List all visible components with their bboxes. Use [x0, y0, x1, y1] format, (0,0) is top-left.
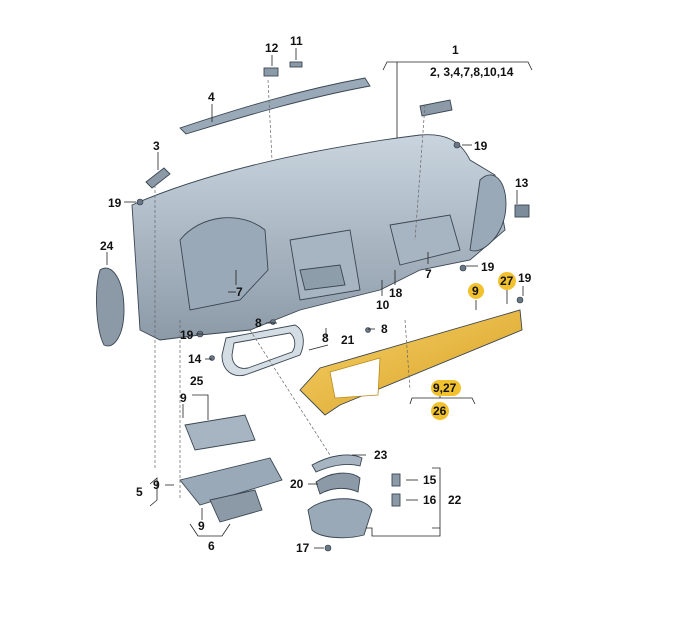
clip-11: [289, 61, 303, 68]
label-25: 25: [190, 374, 204, 388]
label-5: 5: [136, 485, 143, 499]
decorative-trim-window: [329, 357, 381, 399]
vent-3: [145, 167, 171, 189]
label-19-a: 19: [108, 196, 122, 210]
switch-15: [391, 473, 401, 487]
label-9-b: 9: [153, 478, 160, 492]
label-27: 27: [500, 274, 514, 288]
leader-lines: [106, 48, 533, 549]
side-vent-right: [469, 174, 507, 252]
highlight-927: [431, 380, 461, 396]
label-14: 14: [188, 352, 202, 366]
cluster-trim-inner: [231, 332, 296, 369]
label-9-highlight: 9: [472, 284, 479, 298]
label-9-a: 9: [180, 391, 187, 405]
label-11: 11: [290, 34, 303, 48]
label-20: 20: [290, 477, 304, 491]
highlight-27: [498, 272, 516, 290]
callout-labels: 1 2, 3,4,7,8,10,14 3 4 11 12 19 24 19 13…: [100, 34, 532, 555]
label-24: 24: [100, 239, 114, 253]
label-19-d: 19: [518, 271, 532, 285]
label-8-b: 8: [322, 331, 329, 345]
label-6: 6: [208, 539, 215, 553]
label-8-a: 8: [255, 316, 262, 330]
highlight-26: [431, 402, 449, 420]
decorative-trim-26: [299, 309, 523, 416]
label-8-c: 8: [381, 322, 388, 336]
label-7-b: 7: [236, 285, 243, 299]
side-vent-left: [96, 267, 125, 347]
label-19-e: 19: [180, 328, 194, 342]
label-22: 22: [448, 493, 462, 507]
highlight-9: [468, 283, 484, 299]
highlighted-callouts: 9 27 9,27 26: [431, 272, 516, 420]
label-10: 10: [376, 298, 390, 312]
label-15: 15: [423, 473, 437, 487]
label-12: 12: [265, 41, 279, 55]
column-cover-23: [311, 454, 363, 473]
reference-lines: [154, 79, 426, 500]
label-18: 18: [389, 286, 403, 300]
label-23: 23: [374, 448, 388, 462]
trim-25: [184, 414, 256, 451]
label-21: 21: [341, 333, 355, 347]
label-19-c: 19: [481, 260, 495, 274]
label-16: 16: [423, 493, 437, 507]
switch-16: [391, 493, 401, 507]
label-13: 13: [515, 176, 529, 190]
clip-12: [263, 67, 279, 77]
label-1-sub: 2, 3,4,7,8,10,14: [430, 65, 514, 79]
trim-6: [209, 489, 263, 523]
vent-2: [419, 99, 453, 117]
label-19-b: 19: [474, 139, 488, 153]
label-4: 4: [208, 90, 215, 104]
trim-5: [179, 457, 283, 506]
column-cover-lower: [307, 498, 373, 539]
label-17: 17: [296, 541, 310, 555]
bracket-13: [514, 204, 530, 218]
column-cover-20: [315, 472, 361, 495]
label-1: 1: [452, 43, 459, 57]
label-26: 26: [433, 404, 447, 418]
label-7-a: 7: [425, 267, 432, 281]
defrost-vent: [179, 77, 371, 135]
label-9-27: 9,27: [433, 381, 457, 395]
label-3: 3: [153, 139, 160, 153]
label-9-c: 9: [198, 519, 205, 533]
dashboard-panel: [131, 134, 506, 341]
